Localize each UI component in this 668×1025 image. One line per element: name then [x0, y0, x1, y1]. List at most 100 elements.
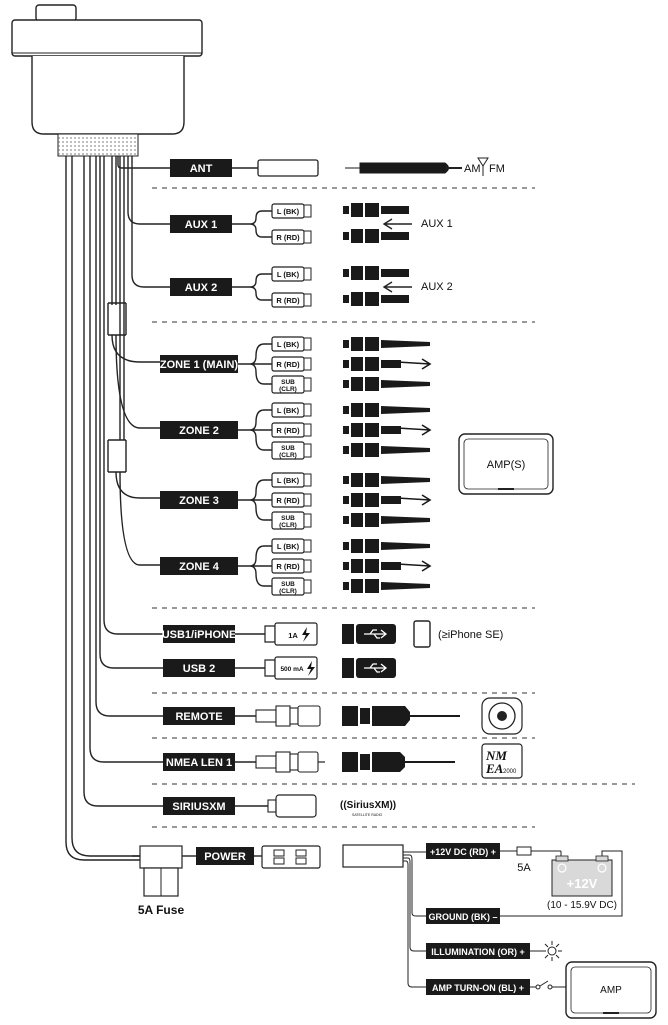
- zone2-r-connector: R (RD): [271, 422, 312, 438]
- amps-box: AMP(S): [458, 433, 554, 495]
- siriusxm-connector: [275, 794, 317, 818]
- nmea-label: NMEA LEN 1: [166, 757, 232, 769]
- zone4-r-connector: R (RD): [271, 558, 312, 574]
- svg-text:R (RD): R (RD): [276, 233, 300, 242]
- zone3-rca-plugs: [343, 473, 432, 527]
- head-unit: [11, 4, 203, 157]
- zone3-sub-connector: SUB (CLR): [271, 511, 312, 530]
- svg-text:SUB: SUB: [281, 445, 295, 452]
- fm-label: FM: [489, 163, 505, 175]
- amp-box: AMP: [565, 961, 657, 1019]
- aux1-rca-plugs: [343, 203, 409, 243]
- zone2-sub-connector: SUB (CLR): [271, 441, 312, 460]
- svg-text:L (BK): L (BK): [277, 406, 300, 415]
- usb1-group: USB1/iPHONE 1A (≥iPhone SE): [162, 620, 503, 648]
- ant-label-box: [170, 159, 232, 177]
- svg-text:SUB: SUB: [281, 379, 295, 386]
- zone2-group: ZONE 2 L (BK) R (RD) SUB (CLR): [160, 402, 432, 460]
- usb2-charge-icon: [307, 661, 315, 676]
- aux2-rca-plugs: [343, 266, 409, 306]
- aux2-group: AUX 2 L (BK) R (RD) AUX 2: [170, 266, 453, 308]
- svg-text:R (RD): R (RD): [276, 562, 300, 571]
- power-connector: [261, 845, 321, 869]
- nmea2000-logo-icon: NM EA 2000: [481, 743, 523, 779]
- usb1-current: 1A: [288, 631, 298, 640]
- usb2-label: USB 2: [183, 663, 215, 675]
- svg-text:(CLR): (CLR): [279, 522, 297, 529]
- svg-text:L (BK): L (BK): [277, 340, 300, 349]
- usb2-group: USB 2 500 mA: [163, 656, 396, 680]
- svg-text:SUB: SUB: [281, 581, 295, 588]
- iphone-icon: [413, 620, 431, 648]
- svg-text:+12V: +12V: [567, 876, 598, 891]
- am-label: AM: [464, 163, 481, 175]
- svg-text:R (RD): R (RD): [276, 360, 300, 369]
- nmea-connector: [255, 751, 325, 773]
- inline-fuse-value: 5A: [517, 862, 531, 874]
- aux1-group: AUX 1 L (BK) R (RD) AUX 1: [170, 203, 453, 245]
- zone1-group: ZONE 1 (MAIN) L (BK) R (RD) SUB (CLR): [160, 336, 432, 394]
- svg-text:NM: NM: [485, 748, 507, 763]
- nmea-plug-icon: [342, 752, 455, 772]
- amp-turn-on-label: AMP TURN-ON (BL) +: [432, 983, 524, 993]
- usb2-current: 500 mA: [280, 666, 303, 673]
- svg-text:(CLR): (CLR): [279, 452, 297, 459]
- ground-label: GROUND (BK) –: [429, 912, 498, 922]
- wire-harness: [65, 156, 175, 861]
- power-group: 5A Fuse POWER +12V DC (RD) + 5A: [132, 843, 657, 1019]
- zone2-label: ZONE 2: [179, 425, 219, 437]
- power-label: POWER: [204, 851, 246, 863]
- antenna-icon: [477, 157, 489, 176]
- amp-label: AMP: [600, 985, 622, 996]
- antenna-plug-icon: [345, 162, 449, 174]
- siriusxm-label: SIRIUSXM: [172, 801, 225, 813]
- siriusxm-logo: ((SiriusXM)): [340, 800, 396, 811]
- svg-text:EA: EA: [485, 761, 504, 776]
- remote-plug-icon: [342, 706, 460, 726]
- separators: [152, 187, 635, 828]
- fuse-label: 5A Fuse: [138, 903, 185, 917]
- svg-text:L (BK): L (BK): [277, 270, 300, 279]
- zone1-rca-plugs: [343, 337, 432, 391]
- aux1-label: AUX 1: [185, 219, 217, 231]
- light-bulb-icon: [542, 941, 562, 961]
- zone3-l-connector: L (BK): [271, 472, 312, 488]
- remote-label: REMOTE: [175, 711, 222, 723]
- usb1-charge-icon: [302, 627, 310, 642]
- remote-group: REMOTE: [163, 697, 523, 735]
- aux1-r-connector: R (RD): [271, 229, 312, 245]
- svg-text:2000: 2000: [503, 769, 517, 775]
- zone2-rca-plugs: [343, 403, 432, 457]
- svg-text:SUB: SUB: [281, 515, 295, 522]
- inline-fuse-icon: [516, 846, 532, 856]
- zone4-sub-connector: SUB (CLR): [271, 577, 312, 596]
- zone4-label: ZONE 4: [179, 561, 220, 573]
- battery-range: (10 - 15.9V DC): [547, 900, 617, 911]
- illumination-label: ILLUMINATION (OR) +: [431, 947, 525, 957]
- aux2-r-connector: R (RD): [271, 292, 312, 308]
- switch-icon: [535, 980, 553, 990]
- zone4-rca-plugs: [343, 539, 432, 593]
- siriusxm-group: SIRIUSXM ((SiriusXM)) SATELLITE RADIO: [163, 794, 396, 818]
- v12-label: +12V DC (RD) +: [430, 847, 496, 857]
- battery-icon: +12V: [551, 855, 613, 897]
- ant-connector: [257, 159, 319, 177]
- zone3-label: ZONE 3: [179, 495, 219, 507]
- svg-text:R (RD): R (RD): [276, 496, 300, 505]
- aux2-l-connector: L (BK): [271, 266, 312, 282]
- zone4-group: ZONE 4 L (BK) R (RD) SUB (CLR): [160, 538, 432, 596]
- zone2-l-connector: L (BK): [271, 402, 312, 418]
- fuse-holder: [132, 845, 196, 897]
- usb2-connector: [274, 656, 318, 680]
- iphone-label: (≥iPhone SE): [438, 629, 503, 641]
- siriusxm-logo-sub: SATELLITE RADIO: [352, 813, 383, 817]
- aux2-input-arrow: [382, 281, 412, 293]
- amps-label: AMP(S): [487, 459, 526, 471]
- zone4-l-connector: L (BK): [271, 538, 312, 554]
- svg-text:L (BK): L (BK): [277, 542, 300, 551]
- zone1-sub-connector: SUB (CLR): [271, 375, 312, 394]
- aux1-input-arrow: [382, 218, 412, 230]
- nmea-group: NMEA LEN 1 NM EA 2000: [163, 743, 523, 779]
- power-plug-housing: [342, 844, 404, 868]
